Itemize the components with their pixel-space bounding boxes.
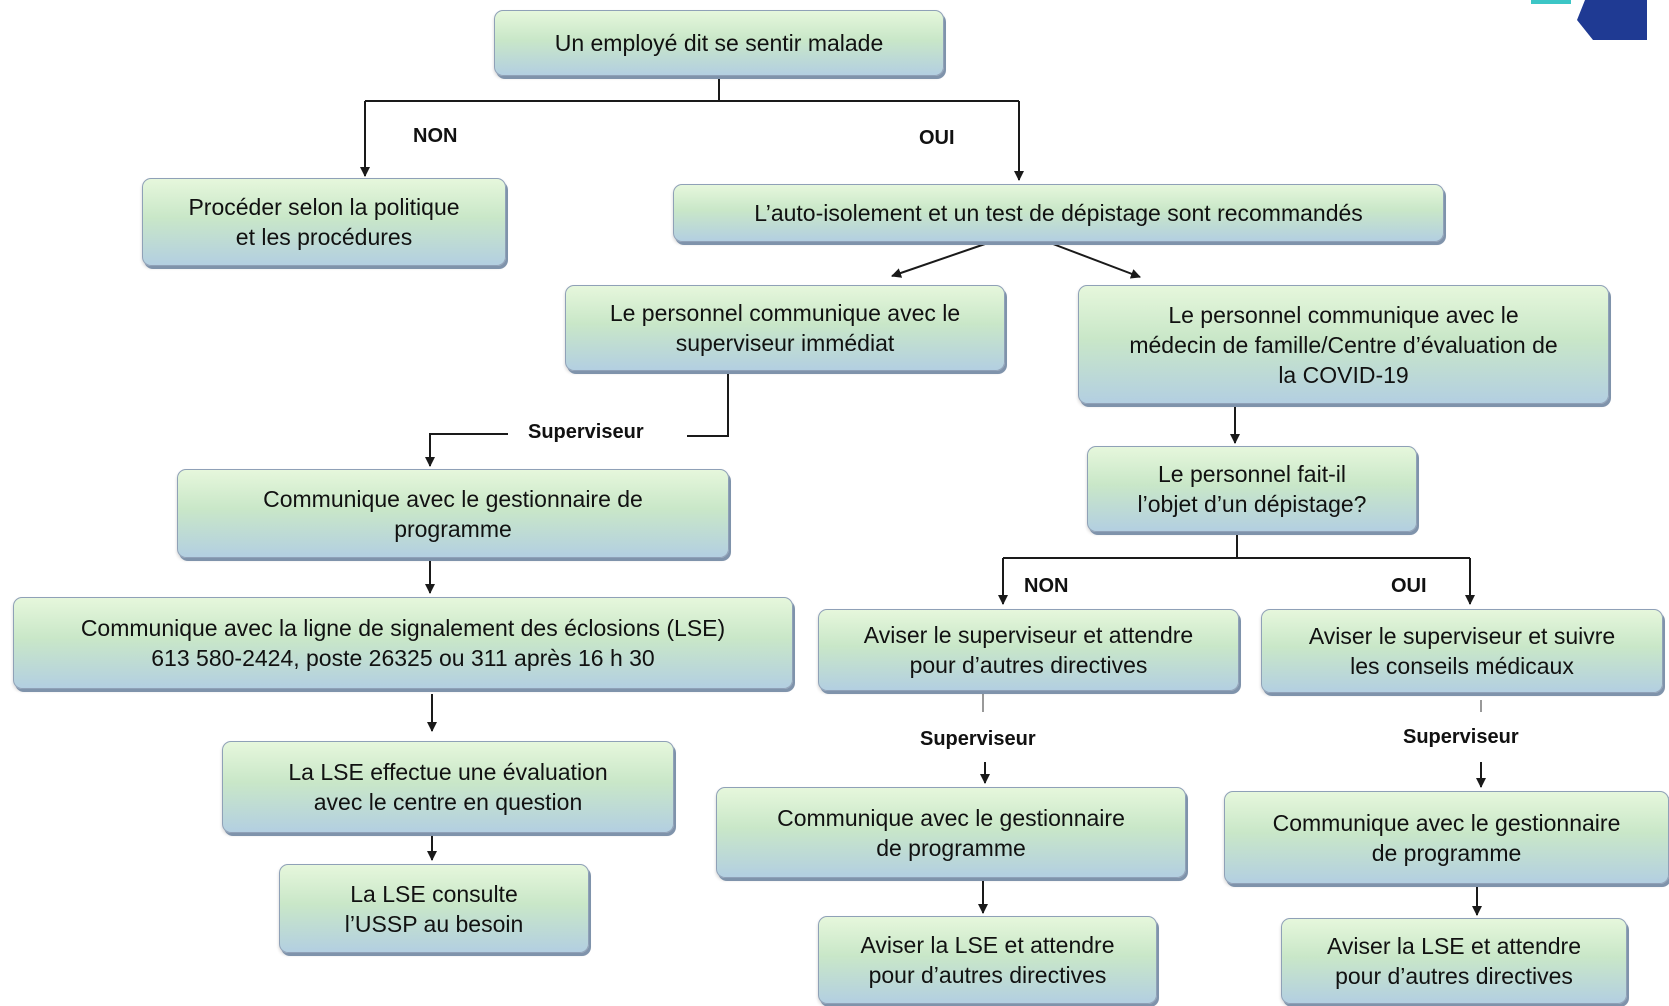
lse-consult-box: La LSE consulte l’USSP au besoin [279, 864, 589, 953]
connector-start-split [365, 77, 1019, 102]
no-policy-box: Procéder selon la politique et les procé… [142, 178, 506, 266]
supervisor-contact-box: Le personnel communique avec le supervis… [565, 285, 1005, 371]
program-manager-left-box: Communique avec le gestionnaire de progr… [177, 469, 729, 558]
program-manager-right-box: Communique avec le gestionnaire de progr… [1224, 791, 1669, 884]
label-superviseur-left: Superviseur [528, 421, 644, 443]
lse-evaluation-box: La LSE effectue une évaluation avec le c… [222, 741, 674, 833]
label-non-mid: NON [1024, 575, 1069, 597]
connector-supervisor-left-b [425, 433, 508, 467]
arrow-to-supervisor-contact [891, 243, 986, 278]
lse-wait-right-box: Aviser la LSE et attendre pour d’autres … [1281, 918, 1627, 1004]
label-non-top: NON [413, 125, 458, 147]
lse-wait-mid-box: Aviser la LSE et attendre pour d’autres … [818, 916, 1157, 1004]
notify-medical-box: Aviser le superviseur et suivre les cons… [1261, 609, 1663, 693]
doctor-contact-box: Le personnel communique avec le médecin … [1078, 285, 1609, 404]
label-oui-mid: OUI [1391, 575, 1427, 597]
label-superviseur-mid: Superviseur [920, 728, 1036, 750]
screening-question-box: Le personnel fait-il l’objet d’un dépist… [1087, 446, 1417, 532]
organization-logo [1531, 0, 1647, 40]
lse-line-box: Communique avec la ligne de signalement … [13, 597, 793, 689]
isolation-box: L’auto-isolement et un test de dépistage… [673, 184, 1444, 242]
label-oui-top: OUI [919, 127, 955, 149]
connector-screening-split [1003, 531, 1470, 559]
notify-wait-box: Aviser le superviseur et attendre pour d… [818, 609, 1239, 691]
program-manager-mid-box: Communique avec le gestionnaire de progr… [716, 787, 1186, 878]
connector-supervisor-left-a [687, 372, 729, 437]
start-box: Un employé dit se sentir malade [494, 10, 944, 76]
arrow-to-doctor-contact [1052, 243, 1141, 279]
label-superviseur-right: Superviseur [1403, 726, 1519, 748]
